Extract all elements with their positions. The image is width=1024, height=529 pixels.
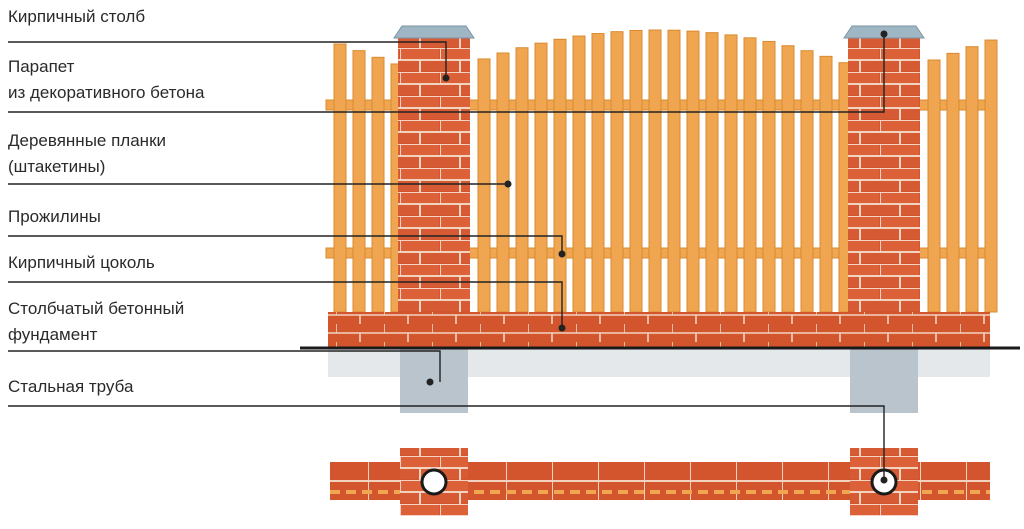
picket [352, 50, 366, 313]
label-parapet-line2: из декоративного бетона [8, 83, 205, 102]
picket [667, 29, 681, 313]
picket [927, 59, 941, 313]
picket [534, 42, 548, 313]
picket [800, 50, 814, 313]
right-column-footing [850, 349, 918, 413]
picket [572, 35, 586, 313]
picket [591, 33, 605, 313]
label-pickets-line2: (штакетины) [8, 157, 106, 176]
label-parapet-line1: Парапет [8, 57, 75, 76]
plan-left-pipe [420, 468, 448, 496]
picket [610, 31, 624, 313]
picket [648, 29, 662, 313]
picket [762, 40, 776, 313]
label-pickets-line1: Деревянные планки [8, 131, 166, 150]
label-foundation-line1: Столбчатый бетонный [8, 299, 185, 318]
left-post-cap [393, 25, 475, 39]
label-plinth: Кирпичный цоколь [8, 253, 155, 272]
picket [743, 37, 757, 313]
picket [705, 32, 719, 313]
picket [965, 46, 979, 313]
brick-plinth [328, 312, 990, 347]
picket [984, 39, 998, 313]
picket [515, 47, 529, 313]
leader-dots [426, 30, 888, 484]
left-column-footing [400, 349, 468, 413]
label-rails: Прожилины [8, 207, 101, 226]
picket [333, 43, 347, 313]
picket [946, 52, 960, 313]
label-steel-pipe: Стальная труба [8, 377, 134, 396]
picket [477, 58, 491, 313]
picket [724, 34, 738, 313]
picket [553, 38, 567, 313]
picket [781, 45, 795, 313]
picket [819, 55, 833, 313]
picket [686, 30, 700, 313]
label-brick-post: Кирпичный столб [8, 7, 146, 26]
label-foundation-line2: фундамент [8, 325, 98, 344]
picket [629, 30, 643, 313]
left-brick-post [398, 38, 470, 312]
leader-lines [8, 34, 885, 480]
